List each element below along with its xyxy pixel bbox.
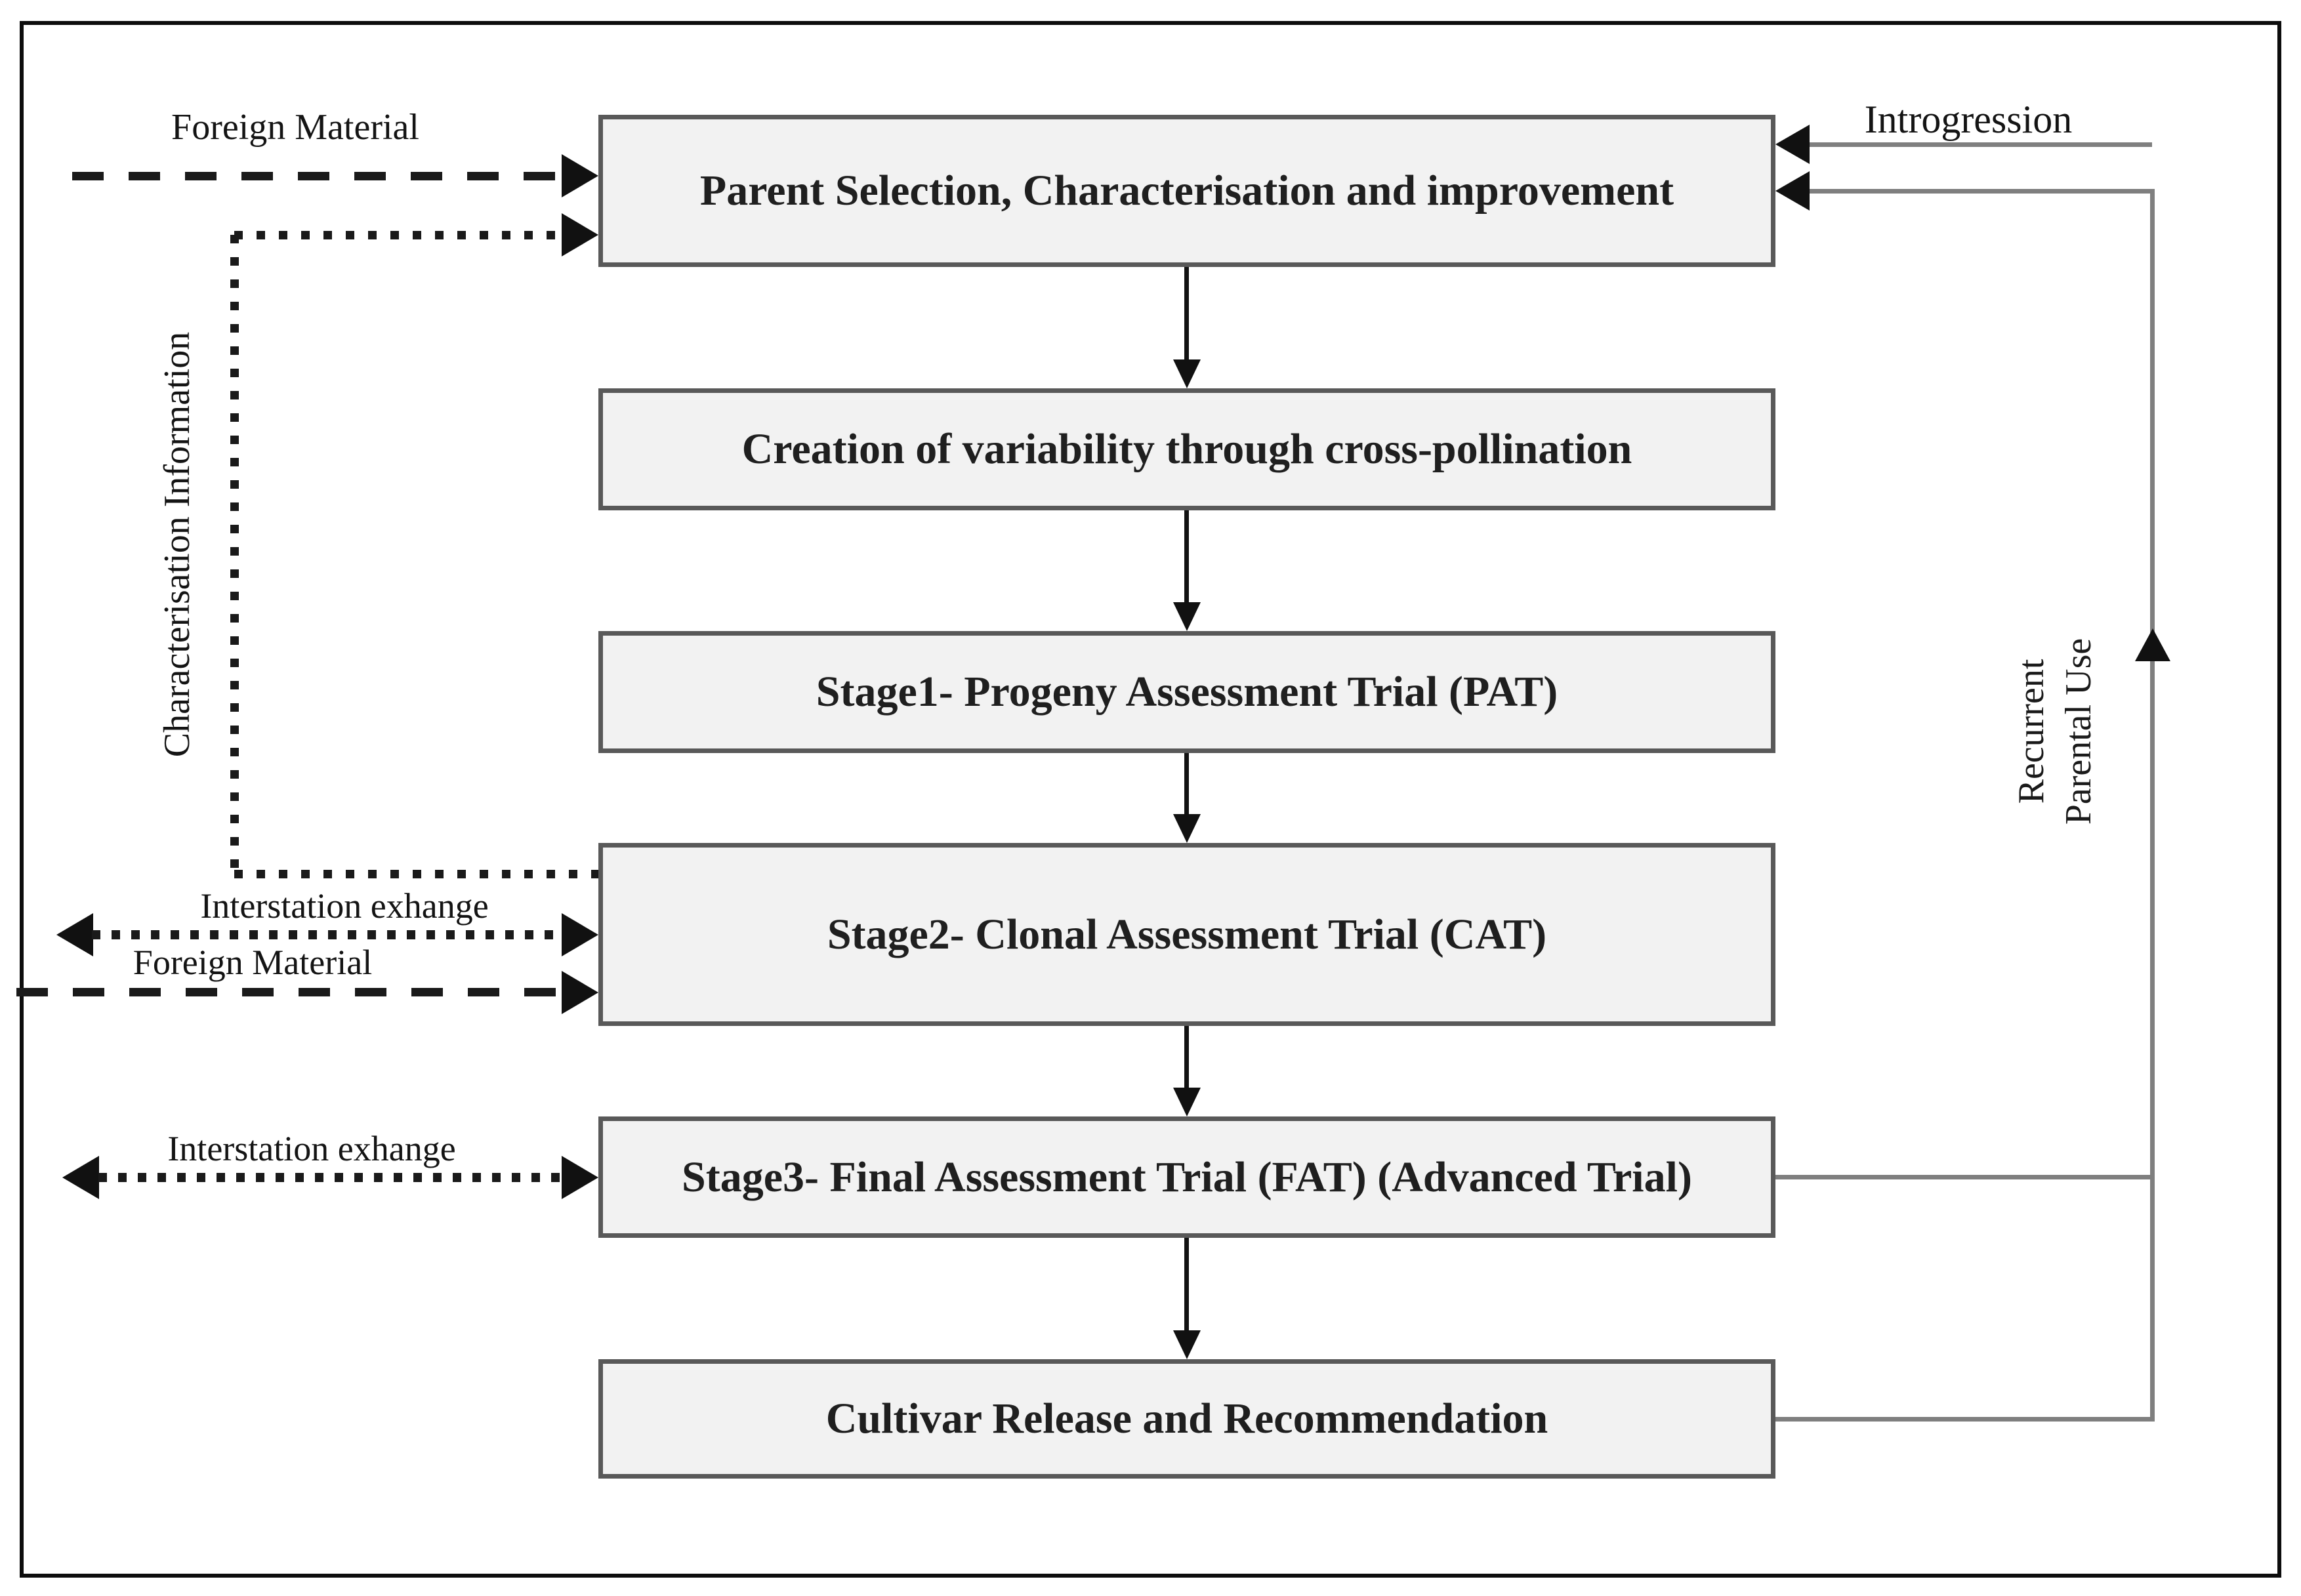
foreign-material-top-label: Foreign Material — [171, 107, 419, 148]
flow-arrow-1-stem — [1184, 267, 1189, 359]
box-creation-variability: Creation of variability through cross-po… — [598, 388, 1775, 510]
interstation-cat-left-arrowhead-icon — [56, 913, 93, 956]
box-stage2-cat: Stage2- Clonal Assessment Trial (CAT) — [598, 843, 1775, 1026]
flow-arrow-3-stem — [1184, 753, 1189, 814]
interstation-fat-right-arrowhead-icon — [562, 1156, 598, 1199]
box-stage1-pat-label: Stage1- Progeny Assessment Trial (PAT) — [816, 668, 1558, 716]
interstation-fat-left-arrowhead-icon — [62, 1156, 99, 1199]
flow-arrow-5-stem — [1184, 1238, 1189, 1330]
recurrent-vertical-line — [2150, 191, 2155, 1419]
box-stage3-fat: Stage3- Final Assessment Trial (FAT) (Ad… — [598, 1116, 1775, 1238]
characterisation-arrowhead-icon — [562, 213, 598, 256]
fat-to-recurrent-line — [1775, 1175, 2155, 1179]
box-creation-variability-label: Creation of variability through cross-po… — [741, 425, 1632, 473]
introgression-label: Introgression — [1864, 98, 2073, 141]
introgression-line — [1810, 142, 2152, 147]
recurrent-line2: Parental Use — [2058, 638, 2099, 825]
interstation-cat-right-arrowhead-icon — [562, 913, 598, 956]
figure-frame — [20, 21, 2281, 1578]
characterisation-dotted-line-bottom — [234, 870, 598, 878]
characterisation-dotted-line-vertical — [230, 235, 239, 874]
foreign-material-top-arrowhead-icon — [562, 154, 598, 197]
foreign-material-cat-label: Foreign Material — [133, 943, 373, 982]
box-stage2-cat-label: Stage2- Clonal Assessment Trial (CAT) — [827, 910, 1547, 958]
interstation-exchange-fat-label: Interstation exhange — [167, 1129, 456, 1168]
foreign-material-cat-dashed-line — [16, 988, 561, 996]
characterisation-information-label: Characterisation Information — [157, 331, 197, 758]
recurrent-up-arrowhead-icon — [2135, 628, 2170, 661]
interstation-fat-dotted-line — [98, 1173, 562, 1182]
introgression-arrowhead-icon — [1775, 125, 1810, 164]
box-cultivar-release-label: Cultivar Release and Recommendation — [825, 1395, 1548, 1443]
foreign-material-cat-arrowhead-icon — [562, 971, 598, 1014]
box-parent-selection: Parent Selection, Characterisation and i… — [598, 115, 1775, 267]
recurrent-return-line — [1810, 189, 2155, 194]
flow-arrow-2-down-arrow-icon — [1173, 602, 1201, 631]
flow-arrow-4-stem — [1184, 1026, 1189, 1088]
flow-arrow-5-down-arrow-icon — [1173, 1330, 1201, 1359]
flow-arrow-4-down-arrow-icon — [1173, 1088, 1201, 1116]
box-parent-selection-label: Parent Selection, Characterisation and i… — [699, 167, 1674, 215]
recurrent-return-arrowhead-icon — [1775, 171, 1810, 211]
interstation-exchange-cat-label: Interstation exhange — [200, 886, 489, 926]
foreign-material-top-dashed-line — [72, 172, 561, 180]
flow-arrow-1-down-arrow-icon — [1173, 359, 1201, 388]
box-cultivar-release: Cultivar Release and Recommendation — [598, 1359, 1775, 1479]
interstation-cat-dotted-line — [92, 930, 562, 939]
recurrent-parental-use-label: Recurrent Parental Use — [2008, 567, 2106, 895]
cultivar-to-recurrent-line — [1775, 1417, 2155, 1422]
flow-arrow-3-down-arrow-icon — [1173, 814, 1201, 843]
box-stage3-fat-label: Stage3- Final Assessment Trial (FAT) (Ad… — [682, 1153, 1692, 1201]
box-stage1-pat: Stage1- Progeny Assessment Trial (PAT) — [598, 631, 1775, 753]
characterisation-dotted-line-top — [234, 231, 562, 239]
flow-arrow-2-stem — [1184, 510, 1189, 602]
recurrent-line1: Recurrent — [2011, 659, 2052, 804]
